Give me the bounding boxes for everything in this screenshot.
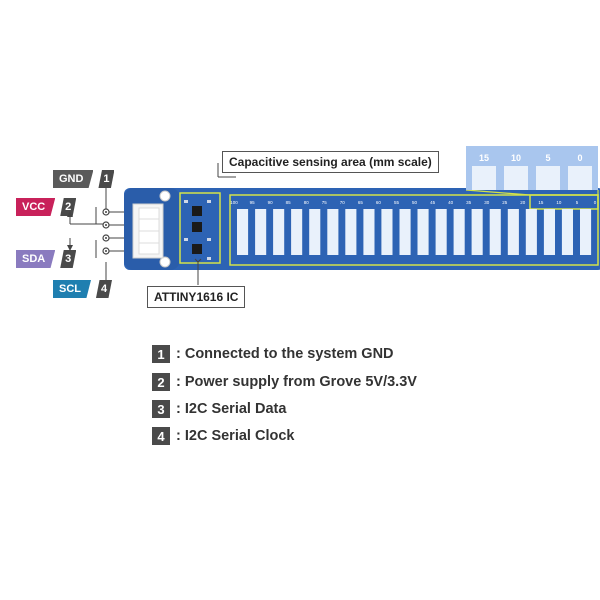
legend-item-1: 1 : Connected to the system GND	[152, 344, 394, 364]
sensing-area-callout: Capacitive sensing area (mm scale)	[222, 151, 439, 173]
capacitive-pad	[453, 209, 465, 255]
ic-callout-text: ATTINY1616 IC	[154, 290, 239, 304]
scale-label: 100	[230, 200, 238, 205]
capacitive-pad	[580, 209, 592, 255]
pin-tag-sda: SDA 3	[16, 250, 77, 268]
scale-label: 30	[484, 200, 490, 205]
zoom-scale-label: 0	[577, 153, 582, 163]
capacitive-pad	[363, 209, 375, 255]
capacitive-pad	[345, 209, 357, 255]
scale-label: 5	[576, 200, 579, 205]
pin-dot-centers	[105, 211, 107, 252]
ic-highlight-box	[179, 192, 221, 264]
legend-number: 1	[152, 345, 170, 363]
legend-item-2: 2 : Power supply from Grove 5V/3.3V	[152, 372, 417, 392]
capacitive-pad	[471, 209, 483, 255]
legend-text: : Connected to the system GND	[176, 346, 394, 362]
pin-number-sda: 3	[60, 250, 77, 268]
scale-label: 65	[358, 200, 364, 205]
capacitive-pad	[543, 209, 555, 255]
pin-dots	[102, 208, 110, 255]
scale-label: 25	[502, 200, 508, 205]
pin-label-scl: SCL	[53, 280, 91, 298]
pin-label-gnd: GND	[53, 170, 94, 188]
scale-label: 80	[304, 200, 310, 205]
attiny-chips	[192, 206, 202, 254]
scale-label: 15	[538, 200, 544, 205]
capacitive-pad	[237, 209, 249, 255]
capacitive-pad	[417, 209, 429, 255]
scale-label: 20	[520, 200, 526, 205]
capacitive-pad	[327, 209, 339, 255]
zoom-scale-label: 5	[545, 153, 550, 163]
capacitive-pad	[489, 209, 501, 255]
sensing-area-highlight	[229, 194, 599, 266]
zoom-pad	[504, 166, 528, 190]
capacitive-pad	[435, 209, 447, 255]
capacitive-pad	[273, 209, 285, 255]
capacitive-pad	[525, 209, 537, 255]
scale-label: 50	[412, 200, 418, 205]
scale-label: 10	[556, 200, 562, 205]
pin-label-vcc: VCC	[16, 198, 56, 216]
capacitive-pad	[291, 209, 303, 255]
scale-label: 40	[448, 200, 454, 205]
pin-number-gnd: 1	[98, 170, 115, 188]
legend-text: : I2C Serial Clock	[176, 428, 295, 444]
capacitive-pad	[399, 209, 411, 255]
scale-label: 95	[250, 200, 256, 205]
scale-label: 55	[394, 200, 400, 205]
capacitive-pad	[255, 209, 267, 255]
scale-label: 70	[340, 200, 346, 205]
zoom-pad	[536, 166, 560, 190]
zoom-scale-label: 10	[511, 153, 521, 163]
zoom-pad	[472, 166, 496, 190]
scale-label: 75	[322, 200, 328, 205]
legend-number: 4	[152, 427, 170, 445]
capacitive-pad	[507, 209, 519, 255]
ic-callout: ATTINY1616 IC	[147, 286, 246, 308]
pin-tag-gnd: GND 1	[53, 170, 115, 188]
capacitive-pad	[561, 209, 573, 255]
scale-label: 85	[286, 200, 292, 205]
zoom-pad	[568, 166, 592, 190]
capacitive-pads	[237, 209, 592, 255]
scale-label: 60	[376, 200, 382, 205]
capacitive-pad	[381, 209, 393, 255]
legend-text: : Power supply from Grove 5V/3.3V	[176, 374, 417, 390]
grove-connector	[132, 203, 164, 259]
legend-item-3: 3 : I2C Serial Data	[152, 399, 286, 419]
zoom-scale-label: 15	[479, 153, 489, 163]
legend-number: 3	[152, 400, 170, 418]
legend-number: 2	[152, 373, 170, 391]
pin-leader-lines	[67, 188, 107, 280]
pin-number-scl: 4	[96, 280, 112, 298]
capacitive-pad	[309, 209, 321, 255]
zoom-inset: 15 10 5 0	[466, 146, 598, 190]
pin-tag-scl: SCL 4	[53, 280, 112, 298]
scale-label: 45	[430, 200, 436, 205]
scale-label: 90	[268, 200, 274, 205]
sensing-area-callout-text: Capacitive sensing area (mm scale)	[229, 155, 432, 169]
scale-label: 0	[594, 200, 597, 205]
scale-label: 35	[466, 200, 472, 205]
legend-item-4: 4 : I2C Serial Clock	[152, 426, 294, 446]
pin-label-sda: SDA	[16, 250, 56, 268]
legend-text: : I2C Serial Data	[176, 401, 287, 417]
